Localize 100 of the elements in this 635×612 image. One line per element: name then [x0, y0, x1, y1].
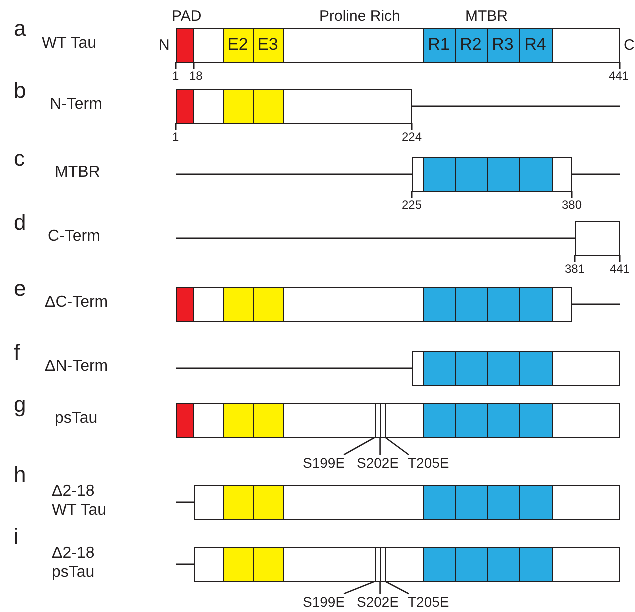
domain-segment: [222, 286, 254, 322]
domain-segment: [454, 156, 488, 192]
domain-segment: [422, 156, 456, 192]
domain-segment: [518, 286, 552, 322]
domain-segment: [422, 350, 456, 386]
region-label: MTBR: [466, 8, 508, 26]
construct-name: psTau: [55, 410, 98, 428]
domain-segment: [176, 88, 194, 124]
panel-letter: h: [14, 462, 26, 488]
domain-segment: [486, 546, 520, 582]
mutation-stripe: [384, 546, 386, 582]
panel-letter: a: [14, 16, 26, 42]
domain-segment: [518, 350, 552, 386]
residue-number: 224: [402, 131, 422, 145]
construct-name: ΔC-Term: [45, 294, 108, 312]
domain-segment: [422, 484, 456, 520]
domain-segment: [422, 402, 456, 438]
domain-segment: E2: [222, 28, 254, 62]
leader-line: [380, 438, 381, 455]
mutation-label: T205E: [408, 455, 450, 471]
mutation-stripe: [384, 402, 386, 438]
protein-construct-bar: [194, 547, 620, 582]
protein-construct-bar: [412, 351, 620, 386]
domain-segment: [222, 88, 254, 124]
region-label: Proline Rich: [320, 8, 400, 26]
panel-letter: b: [14, 78, 26, 104]
domain-segment: R1: [422, 28, 456, 62]
residue-number: 441: [610, 263, 630, 277]
domain-segment: [518, 156, 552, 192]
mutation-label: S199E: [303, 594, 346, 610]
construct-name: ΔN-Term: [45, 358, 108, 376]
residue-number: 225: [402, 199, 422, 213]
mutation-label: S202E: [357, 455, 400, 471]
construct-name: WT Tau: [42, 35, 97, 54]
leader-line: [344, 580, 376, 595]
domain-segment: [422, 546, 456, 582]
mutation-label: S199E: [303, 455, 346, 471]
domain-segment: R3: [486, 28, 520, 62]
domain-segment: [486, 350, 520, 386]
domain-segment: [518, 484, 552, 520]
domain-segment: [518, 402, 552, 438]
domain-segment: [176, 402, 194, 438]
construct-name: Δ2-18 psTau: [52, 544, 96, 582]
domain-segment: [252, 88, 284, 124]
domain-segment: [252, 286, 284, 322]
panel-letter: g: [14, 392, 26, 418]
domain-segment: E3: [252, 28, 284, 62]
domain-segment: [422, 286, 456, 322]
residue-number: 18: [190, 70, 203, 84]
protein-construct-bar: [194, 485, 620, 520]
residue-number: 1: [172, 131, 180, 145]
panel-letter: i: [14, 524, 19, 550]
mutation-stripe: [374, 546, 376, 582]
mutation-stripe: [374, 402, 376, 438]
domain-segment: [454, 402, 488, 438]
domain-segment: [222, 546, 254, 582]
domain-segment: [454, 350, 488, 386]
domain-segment: R2: [454, 28, 488, 62]
protein-construct-bar: [412, 157, 572, 192]
panel-letter: e: [14, 276, 26, 302]
protein-construct-bar: [176, 403, 620, 438]
mutation-label: T205E: [408, 594, 450, 610]
mutation-label: S202E: [357, 594, 400, 610]
domain-segment: [252, 546, 284, 582]
residue-number: 381: [565, 263, 586, 277]
residue-number: 380: [562, 199, 582, 213]
leader-line: [384, 436, 410, 456]
terminus-label: N: [159, 37, 170, 54]
domain-segment: [176, 28, 194, 62]
domain-segment: [252, 402, 284, 438]
domain-segment: [486, 156, 520, 192]
region-label: PAD: [172, 8, 202, 26]
leader-line: [380, 582, 381, 594]
mutation-stripe: [380, 402, 382, 438]
protein-construct-bar: [575, 221, 620, 256]
panel-letter: d: [14, 210, 26, 236]
domain-segment: [486, 484, 520, 520]
domain-segment: [454, 484, 488, 520]
domain-segment: [176, 286, 194, 322]
domain-segment: [222, 402, 254, 438]
domain-segment: R4: [518, 28, 552, 62]
domain-segment: [222, 484, 254, 520]
terminus-label: C: [624, 37, 635, 54]
construct-name: Δ2-18 WT Tau: [52, 482, 108, 520]
residue-number: 441: [609, 70, 630, 84]
construct-name: C-Term: [48, 228, 100, 246]
domain-segment: [486, 286, 520, 322]
domain-segment: [454, 546, 488, 582]
leader-line: [344, 436, 376, 456]
protein-construct-bar: [176, 28, 620, 63]
mutation-stripe: [380, 546, 382, 582]
protein-construct-bar: [176, 287, 572, 322]
domain-segment: [454, 286, 488, 322]
panel-letter: f: [14, 340, 20, 366]
construct-name: MTBR: [55, 164, 100, 182]
construct-name: N-Term: [50, 96, 102, 114]
protein-construct-bar: [176, 89, 412, 124]
domain-segment: [486, 402, 520, 438]
panel-letter: c: [14, 146, 25, 172]
domain-segment: [518, 546, 552, 582]
